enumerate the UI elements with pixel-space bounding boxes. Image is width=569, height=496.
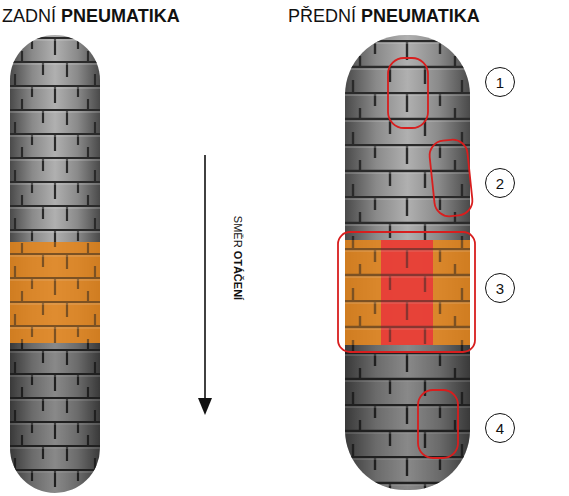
- callout-number: 3: [496, 281, 504, 296]
- direction-text: OTÁČENÍ: [232, 251, 244, 301]
- callout-circle: 2: [485, 168, 515, 198]
- callout-number: 4: [496, 421, 504, 436]
- callout-number: 2: [496, 176, 504, 191]
- rotation-direction: SMĚR OTÁČENÍ: [232, 216, 244, 300]
- callout-number: 1: [496, 75, 504, 90]
- tire-heading: PNEUMATIKA: [61, 5, 180, 27]
- callout-circle: 4: [485, 413, 515, 443]
- tire-heading: PNEUMATIKA: [361, 5, 480, 27]
- direction-text: SMĚR: [232, 216, 244, 248]
- tire-heading: ZADNÍ: [2, 5, 56, 27]
- callout-circle: 1: [485, 67, 515, 97]
- tire-heading: PŘEDNÍ: [288, 5, 356, 27]
- callout-circle: 3: [485, 273, 515, 303]
